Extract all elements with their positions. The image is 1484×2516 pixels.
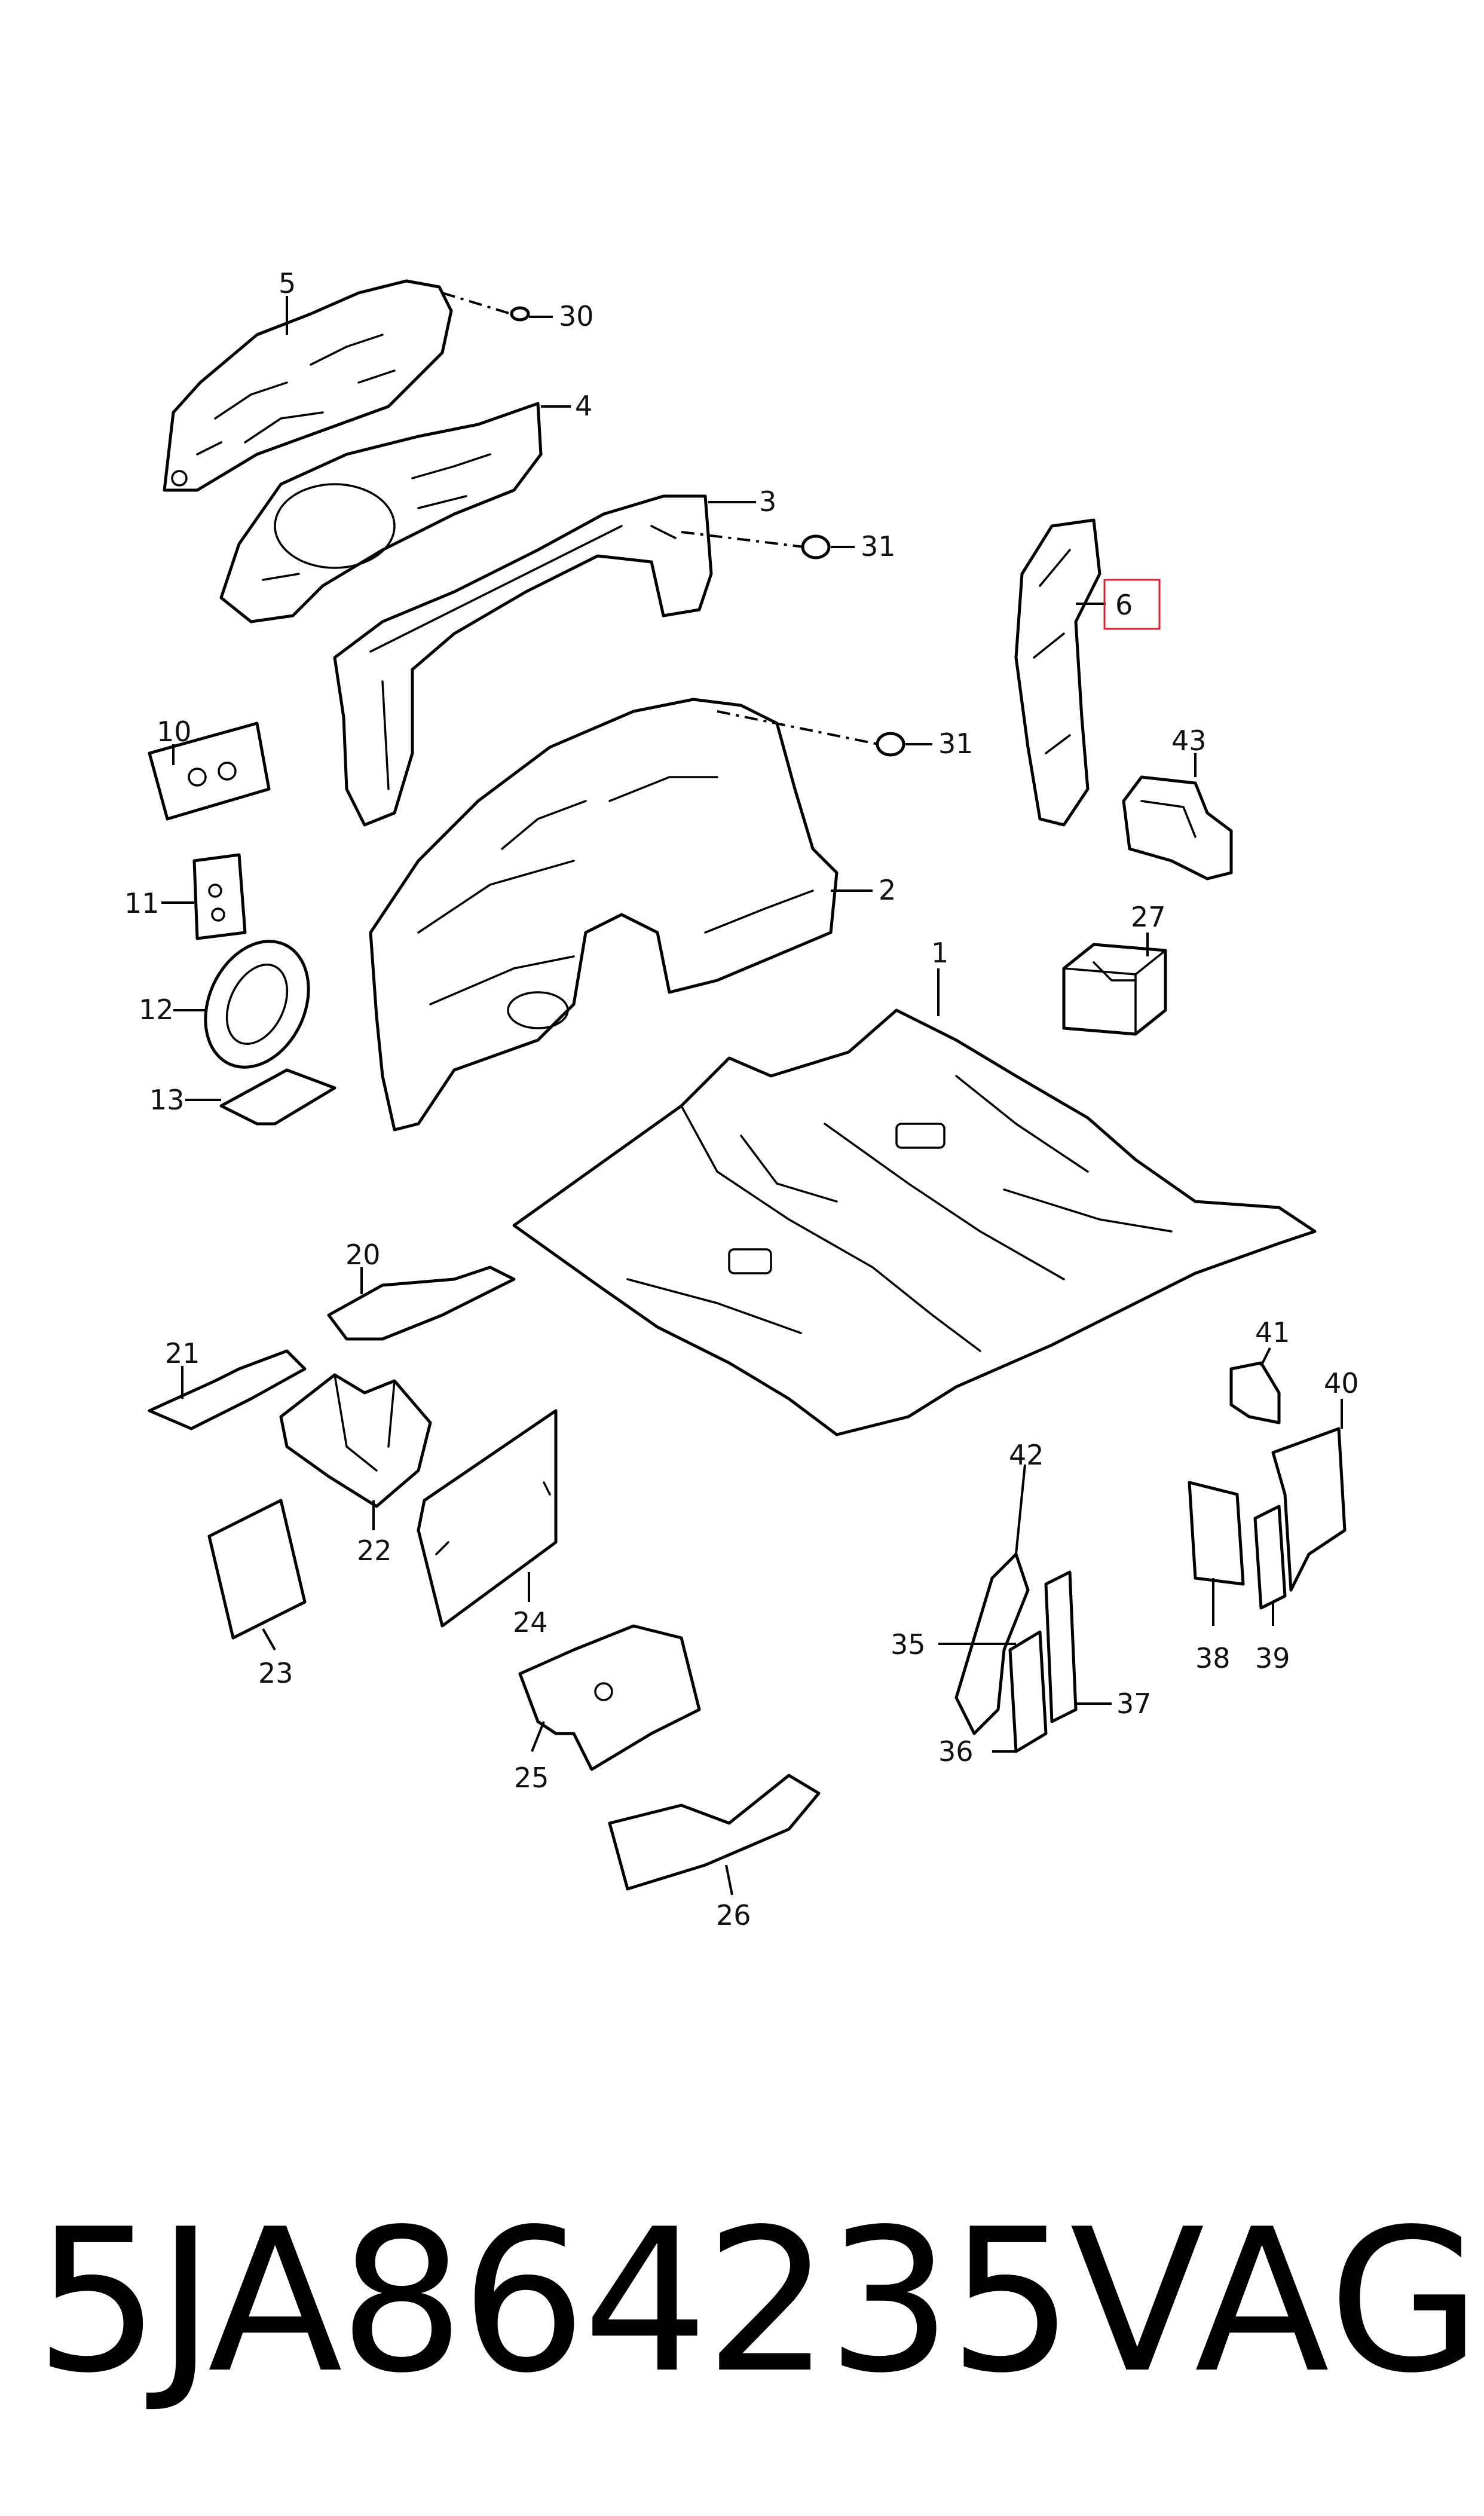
part-11-pad xyxy=(192,853,247,940)
callout-24: 24 xyxy=(513,1606,548,1638)
part-26-strip xyxy=(608,1774,821,1891)
part-31-clip xyxy=(801,534,905,757)
callout-42: 42 xyxy=(1009,1439,1044,1471)
callout-38: 38 xyxy=(1195,1642,1231,1674)
callout-6: 6 xyxy=(1115,589,1133,621)
part-1-carpet xyxy=(512,1008,1317,1436)
callout-43: 43 xyxy=(1171,724,1207,757)
part-6-side-trim xyxy=(1014,518,1101,827)
callout-30: 30 xyxy=(559,300,594,332)
callout-2: 2 xyxy=(879,874,896,906)
callout-22: 22 xyxy=(357,1534,392,1567)
callout-23: 23 xyxy=(258,1657,293,1689)
part-20-strip xyxy=(327,1265,516,1341)
part-13-pad xyxy=(219,1068,336,1126)
part-5-insulation xyxy=(163,279,453,492)
callout-21: 21 xyxy=(165,1337,200,1369)
part-number: 5JA864235 xyxy=(35,2187,1074,2416)
part-12-grommet xyxy=(204,940,310,1069)
part-3-insulation xyxy=(333,494,713,827)
callout-39: 39 xyxy=(1255,1642,1290,1674)
brand-name: VAG xyxy=(1070,2187,1484,2416)
callout-4: 4 xyxy=(575,390,592,422)
callout-5: 5 xyxy=(279,267,296,299)
part-10-pad xyxy=(148,722,271,821)
part-27-box xyxy=(1062,943,1167,1036)
part-30-clip xyxy=(510,306,530,322)
callout-1: 1 xyxy=(931,937,948,969)
footer: 5JA864235 VAG xyxy=(0,2176,1484,2427)
part-43-bracket xyxy=(1122,775,1233,881)
leader-lines xyxy=(161,292,1343,1896)
part-35-36-pad xyxy=(1008,1630,1048,1753)
part-41-clip xyxy=(1229,1361,1281,1424)
callout-27: 27 xyxy=(1131,901,1166,933)
part-25-panel xyxy=(518,1624,701,1771)
callout-25: 25 xyxy=(514,1762,549,1794)
part-40-panel xyxy=(1271,1427,1347,1592)
callout-3: 3 xyxy=(759,485,776,518)
callout-31b: 31 xyxy=(938,727,974,760)
callout-11: 11 xyxy=(124,887,160,919)
callout-12: 12 xyxy=(139,993,174,1026)
callout-labels: 1 2 3 4 5 6 10 11 12 13 20 21 22 23 24 2… xyxy=(124,267,1359,1931)
callout-13: 13 xyxy=(149,1084,185,1116)
callout-41: 41 xyxy=(1255,1316,1290,1349)
part-21-strip xyxy=(148,1349,307,1430)
part-38-pad xyxy=(1188,1481,1245,1586)
callout-20: 20 xyxy=(345,1239,381,1271)
callout-37: 37 xyxy=(1116,1687,1152,1720)
part-24-panel xyxy=(417,1409,558,1628)
part-37-pad xyxy=(1044,1570,1078,1723)
part-22-insulation xyxy=(279,1373,432,1508)
part-39-pad xyxy=(1253,1505,1287,1610)
callout-36: 36 xyxy=(938,1735,974,1768)
part-4-insulation xyxy=(219,402,543,623)
highlight-box xyxy=(1103,579,1161,630)
callout-35: 35 xyxy=(891,1628,926,1661)
callout-26: 26 xyxy=(716,1899,751,1931)
callout-10: 10 xyxy=(157,716,192,748)
callout-40: 40 xyxy=(1324,1367,1359,1399)
part-2-insulation xyxy=(369,698,839,1132)
part-23-pad xyxy=(207,1499,307,1640)
callout-31a: 31 xyxy=(861,530,896,562)
